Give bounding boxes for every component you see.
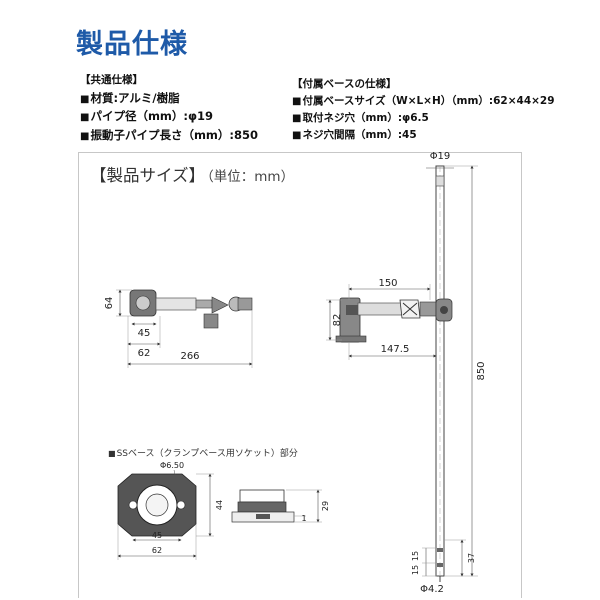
dim-left-64: 64 <box>104 297 115 310</box>
dim-pipe-37: 37 <box>467 553 476 563</box>
dim-pipe-length: 850 <box>476 361 487 380</box>
spec-pipe-diameter: パイプ径（mm）:φ19 <box>80 108 258 127</box>
left-view-drawing: 64 45 62 266 <box>104 289 253 368</box>
dim-arm-147-5: 147.5 <box>381 344 410 355</box>
size-section-heading: 【製品サイズ】（単位：mm） <box>90 162 294 186</box>
dim-left-45: 45 <box>138 328 151 339</box>
dim-ss-45: 45 <box>152 531 162 540</box>
page-title: 製品仕様 <box>76 29 188 60</box>
dim-ss-29: 29 <box>321 501 330 511</box>
ss-base-side-view: 29 1 <box>231 489 330 523</box>
common-spec-heading: 【共通仕様】 <box>80 74 143 86</box>
dim-left-266: 266 <box>180 351 199 362</box>
ss-section-heading: SSベース（クランプベース用ソケット）部分 <box>108 446 298 459</box>
dim-pipe-15b: 15 <box>411 565 420 575</box>
dim-pipe-15a: 15 <box>411 551 420 561</box>
base-spec-heading: 【付属ベースの仕様】 <box>292 78 397 90</box>
spec-pipe-length: 振動子パイプ長さ（mm）:850 <box>80 127 258 146</box>
ss-base-top-view: Φ6.50 44 45 62 <box>117 461 224 560</box>
dim-ss-hole: Φ6.50 <box>160 461 184 470</box>
dim-pipe-bottom-dia: Φ4.2 <box>420 584 444 595</box>
dim-arm-82: 82 <box>332 314 343 327</box>
size-section-title: 【製品サイズ】 <box>90 166 206 185</box>
dim-ss-44: 44 <box>215 500 224 510</box>
size-section-unit: （単位：mm） <box>207 169 295 185</box>
center-view-drawing: 150 82 147.5 <box>326 278 453 360</box>
dim-left-62: 62 <box>138 348 151 359</box>
dim-arm-150: 150 <box>378 278 397 289</box>
spec-screw-spacing: ネジ穴間隔（mm）:45 <box>292 127 555 144</box>
dim-ss-62: 62 <box>152 546 162 555</box>
drawing-frame <box>78 152 522 598</box>
base-spec-block: 【付属ベースの仕様】 付属ベースサイズ（W×L×H）（mm）:62×44×29 … <box>292 76 555 144</box>
dim-pipe-top-dia: Φ19 <box>430 151 451 162</box>
spec-screw-hole: 取付ネジ穴（mm）:φ6.5 <box>292 110 555 127</box>
spec-material: 材質:アルミ/樹脂 <box>80 90 258 109</box>
spec-base-size: 付属ベースサイズ（W×L×H）（mm）:62×44×29 <box>292 93 554 110</box>
pipe-drawing: Φ19 850 37 15 15 Φ4.2 <box>411 151 487 595</box>
dim-ss-1: 1 <box>301 514 306 523</box>
common-spec-block: 【共通仕様】 材質:アルミ/樹脂 パイプ径（mm）:φ19 振動子パイプ長さ（m… <box>80 72 258 145</box>
